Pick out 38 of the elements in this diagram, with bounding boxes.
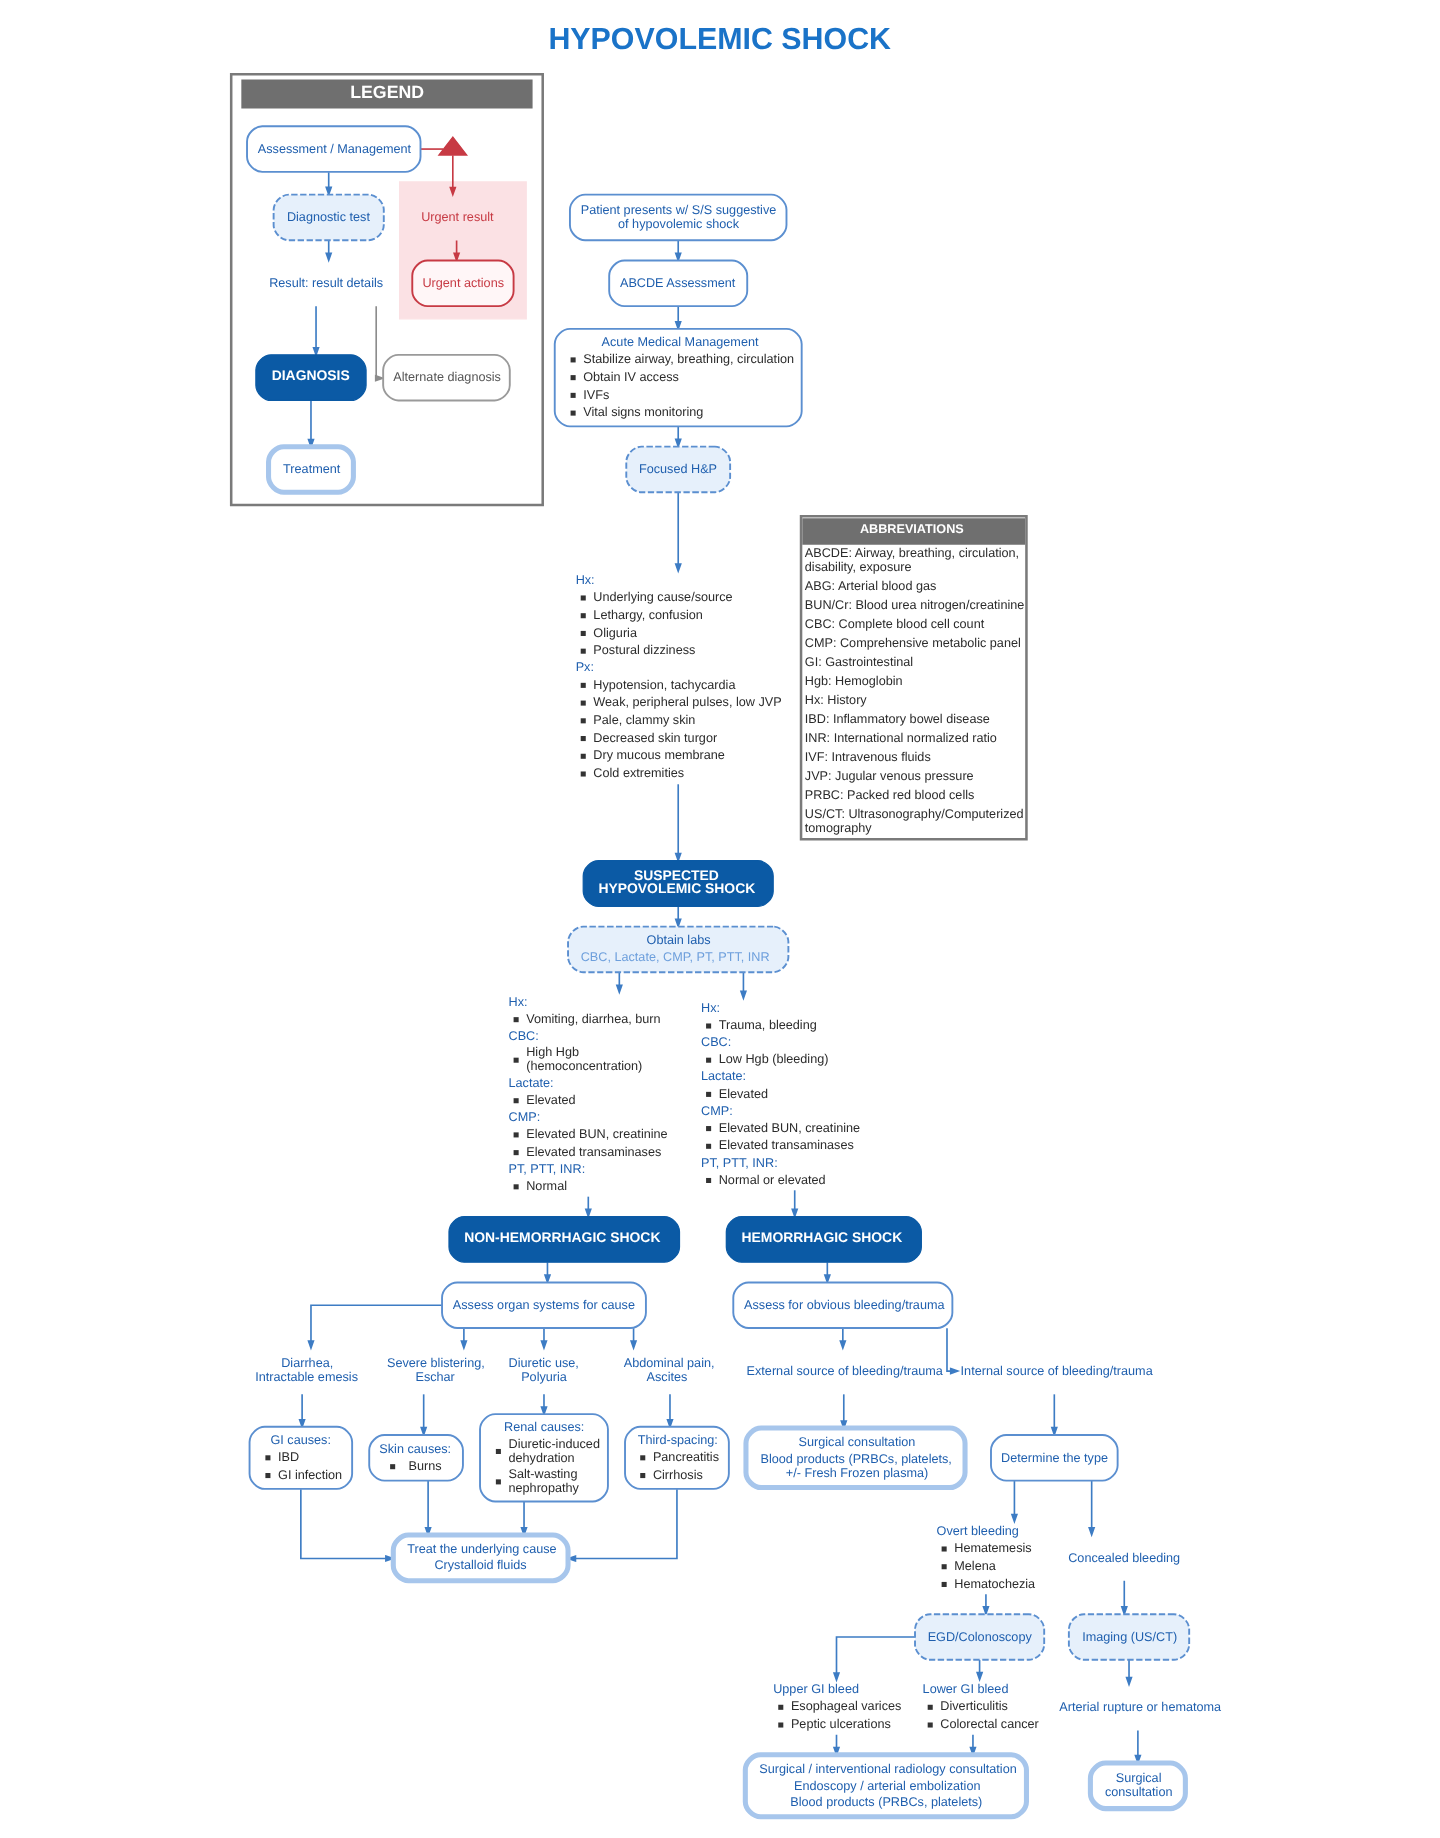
arrow — [1088, 1480, 1096, 1538]
arrow — [449, 154, 457, 198]
arrow — [325, 239, 333, 263]
arrow — [839, 1327, 847, 1351]
arrow — [823, 1261, 831, 1285]
arrow — [424, 1480, 432, 1538]
arrow — [674, 491, 682, 574]
arrow — [946, 1327, 961, 1375]
arrow — [312, 305, 320, 358]
arrow — [666, 1393, 674, 1430]
arrow — [460, 1327, 468, 1351]
arrow — [674, 425, 682, 449]
diagram-title: HYPOVOLEMIC SHOCK — [548, 23, 892, 58]
arrow — [300, 1488, 396, 1563]
arrow — [325, 171, 333, 197]
arrow — [307, 1304, 443, 1351]
arrow — [584, 1195, 592, 1219]
connector — [420, 148, 444, 150]
arrow — [374, 305, 386, 382]
arrow — [520, 1501, 528, 1538]
arrow — [1120, 1579, 1128, 1617]
arrow — [674, 305, 682, 332]
arrow — [298, 1393, 306, 1430]
arrow — [540, 1327, 548, 1351]
arrow — [791, 1189, 799, 1219]
arrow — [540, 1393, 548, 1417]
arrow — [1050, 1393, 1058, 1437]
arrow — [840, 1393, 848, 1431]
arrow — [832, 1636, 916, 1683]
arrow — [1010, 1480, 1019, 1524]
arrow — [739, 971, 748, 1001]
arrow — [674, 905, 682, 929]
arrow — [982, 1593, 990, 1617]
arrow — [1125, 1659, 1133, 1687]
arrow — [674, 783, 682, 864]
arrow — [420, 1393, 428, 1437]
arrow — [674, 239, 682, 263]
node-triangle — [437, 136, 469, 156]
